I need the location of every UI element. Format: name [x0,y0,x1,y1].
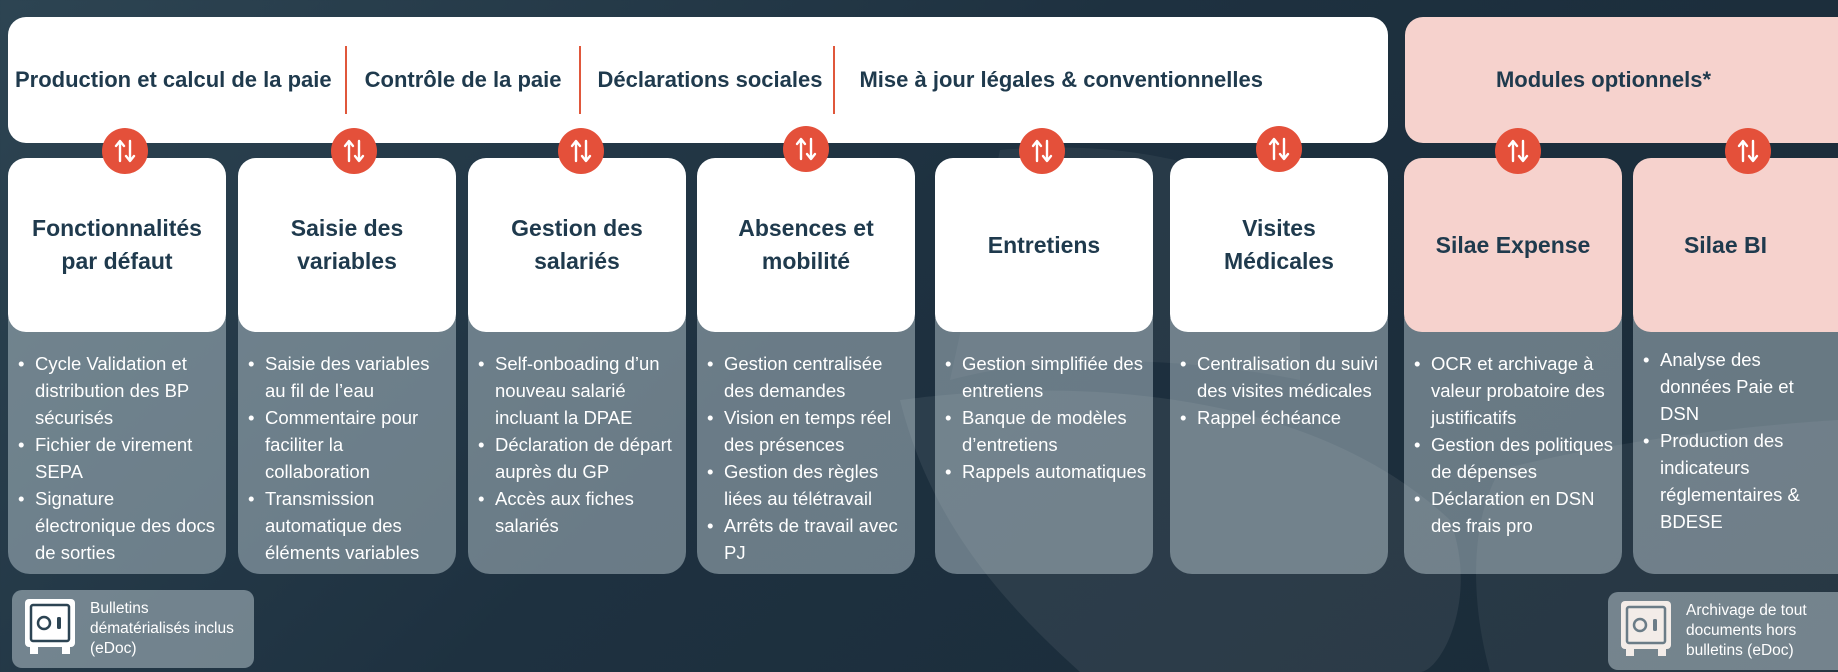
list-item: Arrêts de travail avec PJ [707,512,909,566]
card-body-fonctionnalites: Cycle Validation et distribution des BP … [8,318,226,574]
banner-segment-declarations: Déclarations sociales [597,67,823,92]
up-down-arrows-icon [1495,128,1541,174]
list-item: Centralisation du suivi des visites médi… [1180,350,1382,404]
up-down-arrows-icon [1256,126,1302,172]
card-header-silae-expense: Silae Expense [1404,158,1622,332]
safe-icon [22,596,78,663]
safe-icon [1618,598,1674,665]
card-body-absences-mobilite: Gestion centralisée des demandes Vision … [697,318,915,574]
up-down-arrows-icon [331,128,377,174]
archive-documents-text: Archivage de tout documents hors bulleti… [1686,602,1807,659]
list-item: Vision en temps réel des présences [707,404,909,458]
list-item: Banque de modèles d’entretiens [945,404,1147,458]
card-header-saisie-variables: Saisie des variables [238,158,456,332]
up-down-arrows-icon [1725,128,1771,174]
list-item: Fichier de virement SEPA [18,431,220,485]
card-body-entretiens: Gestion simplifiée des entretiens Banque… [935,318,1153,574]
list-item: Cycle Validation et distribution des BP … [18,350,220,431]
card-header-silae-bi: Silae BI [1633,158,1838,332]
banner-segment-controle: Contrôle de la paie [364,67,562,92]
list-item: OCR et archivage à valeur probatoire des… [1414,350,1616,431]
card-header-absences-mobilite: Absences et mobilité [697,158,915,332]
list-item: Analyse des données Paie et DSN [1643,346,1832,427]
card-body-saisie-variables: Saisie des variables au fil de l’eau Com… [238,318,456,574]
list-item: Gestion des politiques de dépenses [1414,431,1616,485]
archive-bulletins-text: Bulletins dématérialisés inclus (eDoc) [90,600,234,657]
list-item: Déclaration en DSN des frais pro [1414,485,1616,539]
list-item: Accès aux fiches salariés [478,485,680,539]
list-item: Production des indicateurs réglementaire… [1643,427,1832,535]
list-item: Signature électronique des docs de sorti… [18,485,220,566]
card-header-visites-medicales: Visites Médicales [1170,158,1388,332]
archive-box-bulletins: Bulletins dématérialisés inclus (eDoc) [12,590,254,668]
banner-divider [579,46,582,114]
card-header-gestion-salaries: Gestion des salariés [468,158,686,332]
list-item: Gestion centralisée des demandes [707,350,909,404]
card-body-silae-bi: Analyse des données Paie et DSN Producti… [1633,318,1838,574]
optional-modules-banner: Modules optionnels* [1405,17,1838,143]
list-item: Commentaire pour faciliter la collaborat… [248,404,450,485]
up-down-arrows-icon [558,128,604,174]
card-body-visites-medicales: Centralisation du suivi des visites médi… [1170,318,1388,574]
top-banner: Production et calcul de la paie Contrôle… [8,17,1388,143]
list-item: Rappels automatiques [945,458,1147,485]
list-item: Self-onboading d’un nouveau salarié incl… [478,350,680,431]
card-header-fonctionnalites: Fonctionnalités par défaut [8,158,226,332]
list-item: Transmission automatique des éléments va… [248,485,450,566]
list-item: Rappel échéance [1180,404,1382,431]
optional-modules-title: Modules optionnels* [1495,67,1712,92]
list-item: Gestion des règles liées au télétravail [707,458,909,512]
card-body-silae-expense: OCR et archivage à valeur probatoire des… [1404,318,1622,574]
banner-divider [344,46,347,114]
card-header-entretiens: Entretiens [935,158,1153,332]
up-down-arrows-icon [1019,128,1065,174]
list-item: Déclaration de départ auprès du GP [478,431,680,485]
list-item: Saisie des variables au fil de l’eau [248,350,450,404]
archive-box-documents: Archivage de tout documents hors bulleti… [1608,592,1838,670]
card-body-gestion-salaries: Self-onboading d’un nouveau salarié incl… [468,318,686,574]
banner-segment-mises-a-jour: Mise à jour légales & conventionnelles [859,67,1263,92]
up-down-arrows-icon [783,126,829,172]
banner-divider [833,46,836,114]
up-down-arrows-icon [102,128,148,174]
list-item: Gestion simplifiée des entretiens [945,350,1147,404]
banner-segment-production: Production et calcul de la paie [15,67,332,92]
